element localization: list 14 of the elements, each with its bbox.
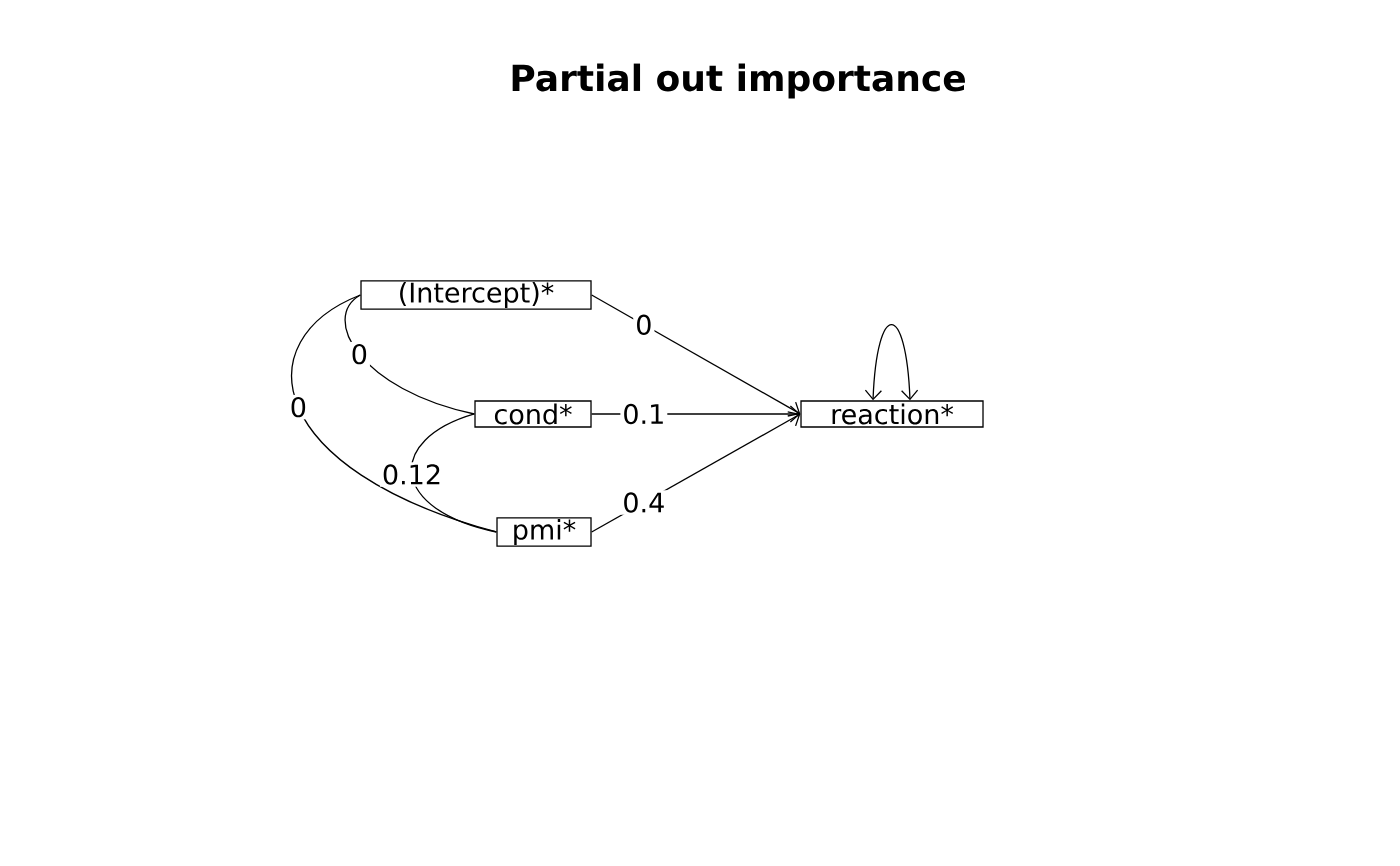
variable-box: (Intercept)* (360, 280, 592, 310)
edge-label: 0 (291, 396, 306, 418)
variable-box: reaction* (800, 400, 984, 428)
arrow (864, 324, 919, 401)
edge-label: 0 (637, 314, 651, 335)
variable-box: pmi* (496, 517, 592, 547)
variable-box: cond* (474, 400, 592, 428)
connector-line (411, 413, 497, 533)
edge-label: 0.1 (624, 403, 663, 425)
edge-label: 0.4 (624, 492, 664, 513)
edge-label: 0.12 (383, 464, 440, 485)
edge-label: 0 (352, 343, 367, 365)
title: Partial out importance (512, 63, 965, 99)
arrow (591, 294, 801, 417)
